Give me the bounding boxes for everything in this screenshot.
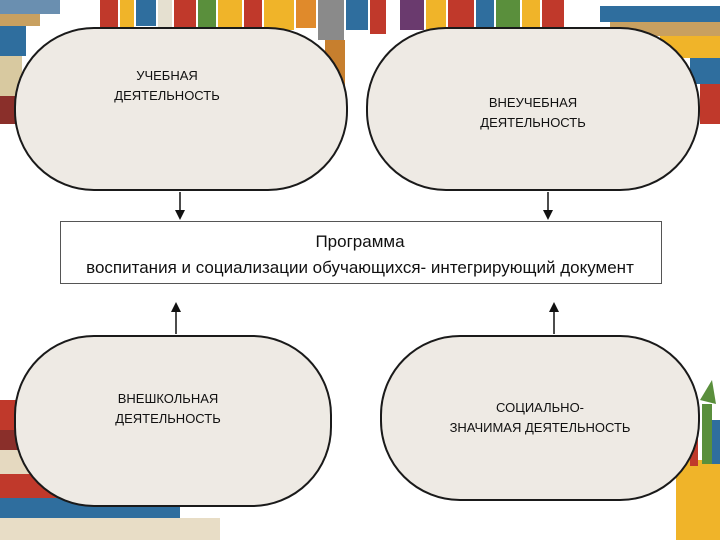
- socially-significant-activity-label: СОЦИАЛЬНО- ЗНАЧИМАЯ ДЕЯТЕЛЬНОСТЬ: [449, 400, 631, 435]
- extracurricular-activity-box: ВНЕУЧЕБНАЯ ДЕЯТЕЛЬНОСТЬ: [366, 27, 700, 191]
- academic-activity-box: УЧЕБНАЯ ДЕЯТЕЛЬНОСТЬ: [14, 27, 348, 191]
- out-of-school-activity-box: ВНЕШКОЛЬНАЯ ДЕЯТЕЛЬНОСТЬ: [14, 335, 332, 507]
- academic-activity-label: УЧЕБНАЯ ДЕЯТЕЛЬНОСТЬ: [114, 68, 220, 103]
- program-title: Программа воспитания и социализации обуч…: [86, 232, 634, 277]
- arrow-down-right: [543, 192, 553, 220]
- out-of-school-activity-label: ВНЕШКОЛЬНАЯ ДЕЯТЕЛЬНОСТЬ: [115, 391, 221, 426]
- arrow-up-left: [171, 302, 181, 334]
- program-box: [60, 221, 662, 284]
- socially-significant-activity-box: СОЦИАЛЬНО- ЗНАЧИМАЯ ДЕЯТЕЛЬНОСТЬ: [380, 335, 700, 501]
- extracurricular-activity-label: ВНЕУЧЕБНАЯ ДЕЯТЕЛЬНОСТЬ: [480, 95, 586, 130]
- arrow-down-left: [175, 192, 185, 220]
- arrow-up-right: [549, 302, 559, 334]
